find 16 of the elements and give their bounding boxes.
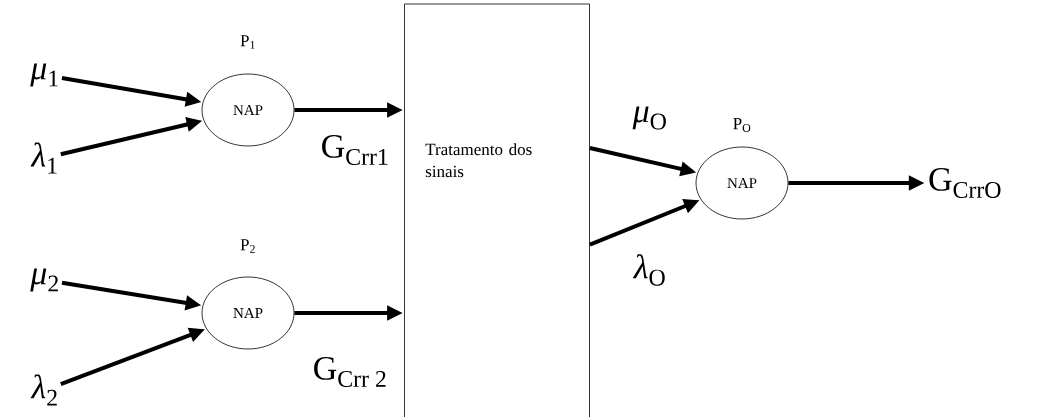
node-caption: P$_{2}$	[240, 239, 255, 253]
edge-label: G$_{Crr1}$	[319, 134, 391, 166]
symbol-label: μ$_{2}$	[30, 268, 58, 292]
node-caption: P$_{O}$	[733, 118, 751, 132]
process-box: Tratamento dos sinais	[404, 3, 590, 417]
ellipse-node: NAP	[695, 146, 789, 220]
node-caption: P$_{1}$	[240, 35, 255, 49]
edge-label: G$_{Crr 2}$	[311, 356, 389, 388]
ellipse-node: NAP	[201, 276, 295, 350]
symbol-label: G$_{CrrO}$	[929, 168, 1001, 198]
ellipse-node: NAP	[201, 73, 295, 147]
symbol-label: μ$_{1}$	[30, 63, 58, 87]
symbol-label: λ$_{2}$	[30, 374, 57, 406]
symbol-label: λ$_{1}$	[30, 142, 57, 174]
edge-label: λ$_{O}$	[632, 253, 668, 287]
edge-label: μ$_{O}$	[631, 105, 669, 131]
